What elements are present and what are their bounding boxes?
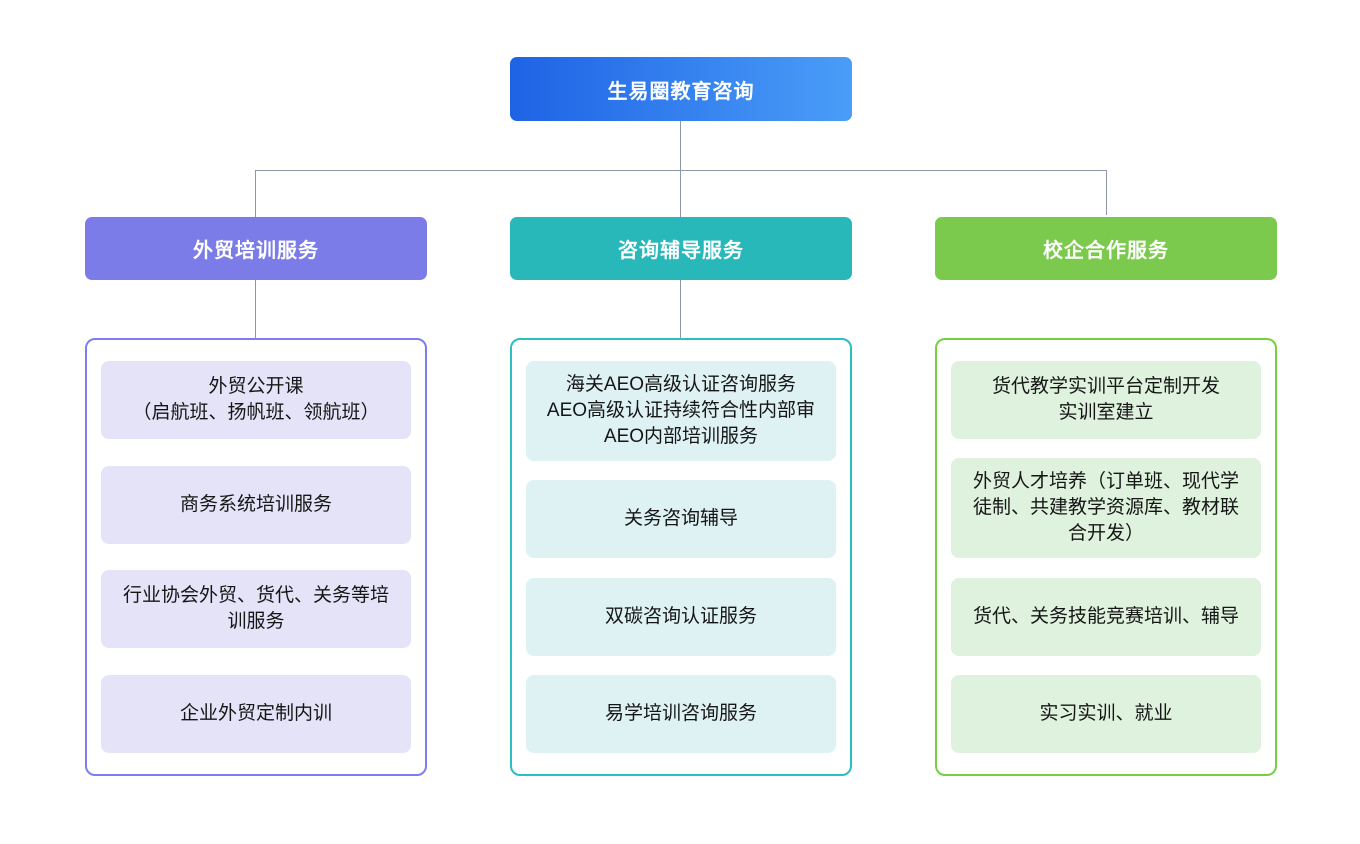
item-node: 双碳咨询认证服务 <box>526 577 836 656</box>
item-node: 海关AEO高级认证咨询服务 AEO高级认证持续符合性内部审 AEO内部培训服务 <box>526 361 836 461</box>
item-node: 企业外贸定制内训 <box>101 674 411 753</box>
connector-root-drop <box>680 121 681 170</box>
item-node: 实习实训、就业 <box>951 674 1261 753</box>
connector-branch-3-drop <box>1106 170 1107 215</box>
root-node: 生易圈教育咨询 <box>510 57 852 121</box>
branch-panel-school-enterprise: 货代教学实训平台定制开发 实训室建立 外贸人才培养（订单班、现代学徒制、共建教学… <box>935 338 1277 776</box>
connector-branch-1-panel-drop <box>255 280 256 338</box>
connector-branch-2-drop <box>680 170 681 217</box>
root-node-label: 生易圈教育咨询 <box>607 80 755 103</box>
item-node: 易学培训咨询服务 <box>526 674 836 753</box>
connector-branch-1-drop <box>255 170 256 217</box>
branch-header-label: 校企合作服务 <box>1043 240 1169 262</box>
branch-header-school-enterprise: 校企合作服务 <box>935 217 1277 280</box>
branch-header-foreign-trade-training: 外贸培训服务 <box>85 217 427 280</box>
item-node: 外贸公开课 （启航班、扬帆班、领航班） <box>101 361 411 439</box>
connector-branch-2-panel-drop <box>680 280 681 338</box>
item-node: 商务系统培训服务 <box>101 465 411 544</box>
branch-header-label: 外贸培训服务 <box>193 240 319 262</box>
branch-header-consulting-coaching: 咨询辅导服务 <box>510 217 852 280</box>
item-node: 外贸人才培养（订单班、现代学徒制、共建教学资源库、教材联合开发） <box>951 458 1261 559</box>
item-node: 货代教学实训平台定制开发 实训室建立 <box>951 361 1261 439</box>
branch-header-label: 咨询辅导服务 <box>618 240 744 262</box>
branch-panel-consulting-coaching: 海关AEO高级认证咨询服务 AEO高级认证持续符合性内部审 AEO内部培训服务 … <box>510 338 852 776</box>
branch-panel-foreign-trade-training: 外贸公开课 （启航班、扬帆班、领航班） 商务系统培训服务 行业协会外贸、货代、关… <box>85 338 427 776</box>
item-node: 货代、关务技能竞赛培训、辅导 <box>951 577 1261 656</box>
connector-horizontal-rail <box>255 170 1107 171</box>
item-node: 行业协会外贸、货代、关务等培训服务 <box>101 570 411 649</box>
item-node: 关务咨询辅导 <box>526 480 836 559</box>
